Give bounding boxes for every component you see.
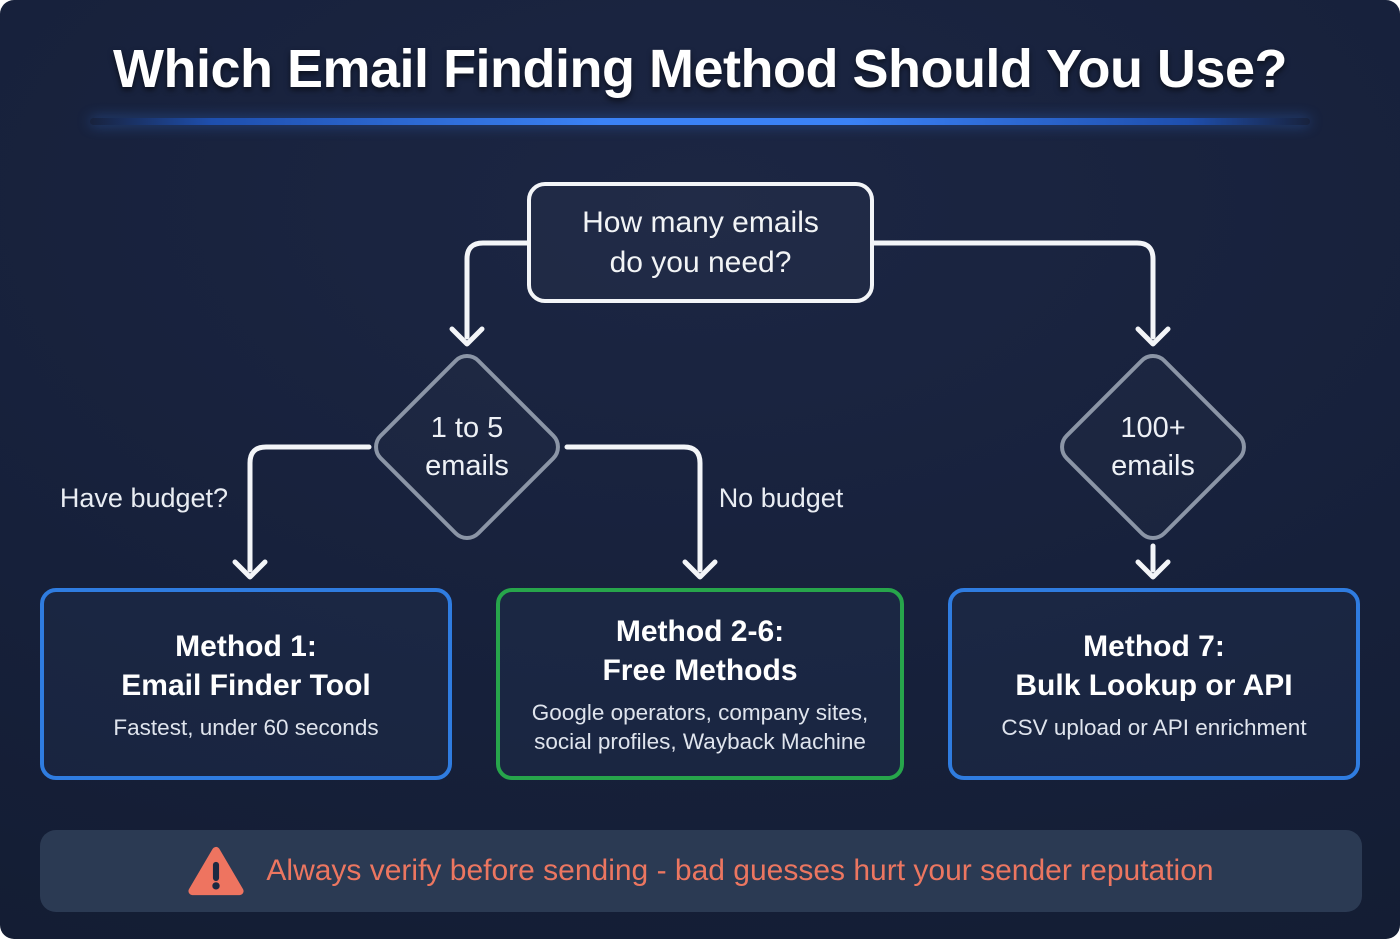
- root-question-line2: do you need?: [609, 245, 792, 279]
- decision-right-line1: 100+: [1120, 412, 1186, 444]
- root-question-node: How many emails do you need?: [527, 182, 874, 303]
- method-2-6-title-line1: Method 2-6:: [615, 615, 785, 648]
- method-1-title-line1: Method 1:: [175, 629, 317, 663]
- page-title: Which Email Finding Method Should You Us…: [113, 39, 1287, 99]
- connector-root-to-left-diamond: [464, 240, 530, 340]
- decision-diamond-1-to-5-label: 1 to 5 emails: [377, 409, 557, 485]
- method-7-title-line1: Method 7:: [1083, 629, 1225, 663]
- method-2-6-subtitle-line2: social profiles, Wayback Machine: [534, 729, 866, 754]
- method-7-subtitle: CSV upload or API enrichment: [1001, 714, 1307, 740]
- warning-text: Always verify before sending - bad guess…: [266, 854, 1214, 887]
- method-2-6-box: Method 2-6: Free Methods Google operator…: [496, 588, 904, 780]
- edge-label-have-budget: Have budget?: [59, 483, 229, 513]
- decision-diamond-100-plus-label: 100+ emails: [1063, 409, 1243, 485]
- decision-left-line1: 1 to 5: [430, 412, 504, 444]
- method-2-6-title-line2: Free Methods: [602, 654, 798, 687]
- root-question-line1: How many emails: [582, 205, 819, 239]
- method-1-subtitle: Fastest, under 60 seconds: [113, 714, 379, 740]
- warning-banner: Always verify before sending - bad guess…: [40, 830, 1362, 912]
- warning-triangle-icon: [188, 846, 244, 896]
- arrowhead-method-7: [1135, 559, 1171, 580]
- edge-label-no-budget: No budget: [718, 483, 844, 513]
- arrowhead-method-2-6: [682, 559, 718, 580]
- connector-left-diamond-to-method-1: [247, 444, 372, 573]
- title-underline: [90, 118, 1310, 125]
- decision-right-line2: emails: [1111, 450, 1195, 482]
- method-1-title-line2: Email Finder Tool: [121, 668, 371, 702]
- method-7-title-line2: Bulk Lookup or API: [1015, 668, 1293, 702]
- method-7-box: Method 7: Bulk Lookup or API CSV upload …: [948, 588, 1360, 780]
- connector-root-to-right-diamond: [871, 240, 1156, 340]
- arrowhead-right-diamond: [1135, 326, 1171, 347]
- method-2-6-subtitle-line1: Google operators, company sites,: [531, 700, 869, 725]
- decision-left-line2: emails: [425, 450, 509, 482]
- arrowhead-left-diamond: [449, 326, 485, 347]
- arrowhead-method-1: [232, 559, 268, 580]
- method-1-box: Method 1: Email Finder Tool Fastest, und…: [40, 588, 452, 780]
